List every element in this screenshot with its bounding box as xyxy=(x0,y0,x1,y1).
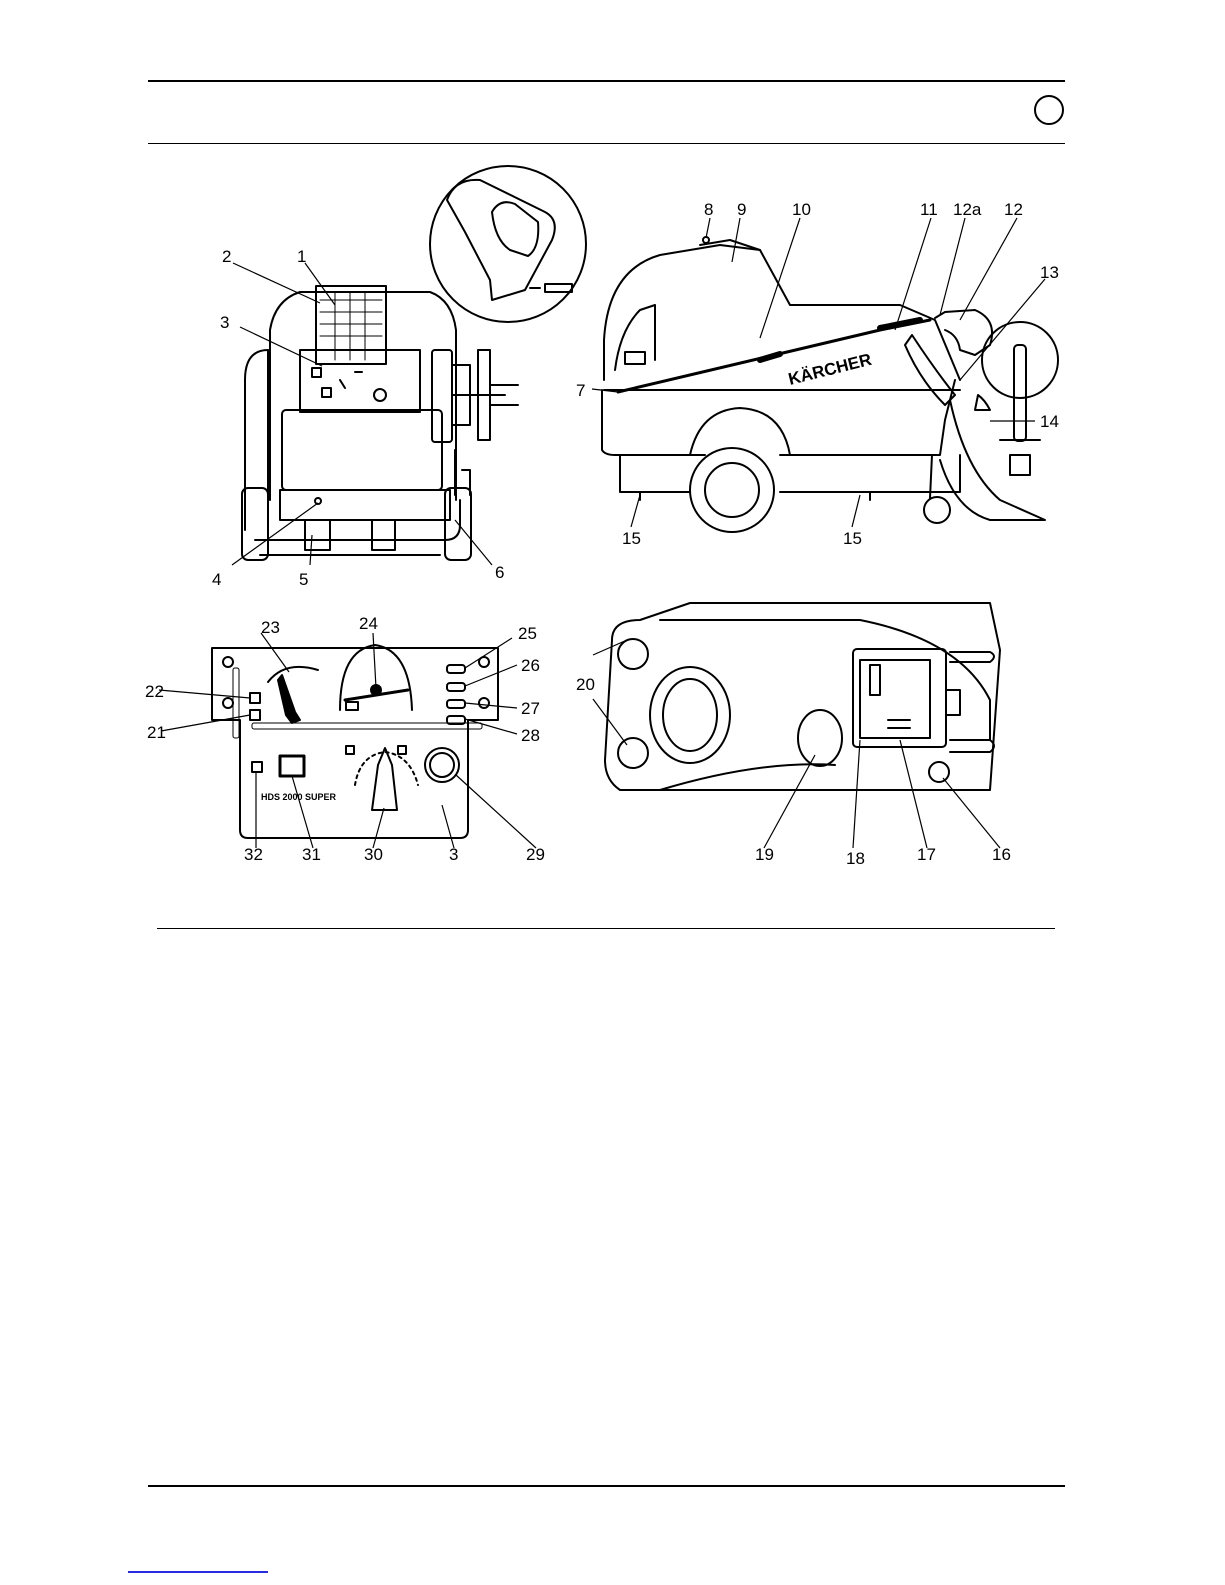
figure-bottom-rule xyxy=(157,928,1055,929)
callout-15-right: 15 xyxy=(843,529,862,548)
callout-1: 1 xyxy=(297,247,306,266)
callout-21: 21 xyxy=(147,723,166,742)
callout-30: 30 xyxy=(364,845,383,864)
callout-25: 25 xyxy=(518,624,537,643)
callout-26: 26 xyxy=(521,656,540,675)
callout-18: 18 xyxy=(846,849,865,868)
control-panel-callouts: 21 22 23 24 25 26 27 28 29 3 30 31 32 xyxy=(145,614,545,864)
callout-14: 14 xyxy=(1040,412,1059,431)
callout-31: 31 xyxy=(302,845,321,864)
brand-text: KÄRCHER xyxy=(786,350,873,389)
callout-29: 29 xyxy=(526,845,545,864)
callout-16: 16 xyxy=(992,845,1011,864)
front-view-drawing xyxy=(242,286,518,560)
callout-3: 3 xyxy=(220,313,229,332)
callout-23: 23 xyxy=(261,618,280,637)
callout-15-left: 15 xyxy=(622,529,641,548)
callout-7: 7 xyxy=(576,381,585,400)
callout-8: 8 xyxy=(704,200,713,219)
callout-5: 5 xyxy=(299,570,308,589)
callout-12: 12 xyxy=(1004,200,1023,219)
callout-3-panel: 3 xyxy=(449,845,458,864)
callout-20: 20 xyxy=(576,675,595,694)
callout-13: 13 xyxy=(1040,263,1059,282)
footer-rule xyxy=(148,1485,1065,1487)
callout-28: 28 xyxy=(521,726,540,745)
callout-19: 19 xyxy=(755,845,774,864)
side-view-drawing: KÄRCHER xyxy=(602,237,1058,532)
front-view-callouts: 1 2 3 4 5 6 xyxy=(212,247,504,589)
callout-10: 10 xyxy=(792,200,811,219)
callout-27: 27 xyxy=(521,699,540,718)
callout-32: 32 xyxy=(244,845,263,864)
callout-22: 22 xyxy=(145,682,164,701)
top-view-drawing xyxy=(605,603,1000,790)
callout-12a: 12a xyxy=(953,200,982,219)
callout-17: 17 xyxy=(917,845,936,864)
callout-2: 2 xyxy=(222,247,231,266)
detail-callout-circle xyxy=(430,166,586,322)
control-panel-drawing: HDS 2000 SUPER xyxy=(212,645,498,838)
footer-link-underline[interactable] xyxy=(128,1571,268,1573)
callout-9: 9 xyxy=(737,200,746,219)
callout-11: 11 xyxy=(920,200,938,219)
callout-4: 4 xyxy=(212,570,221,589)
callout-24: 24 xyxy=(359,614,378,633)
callout-6: 6 xyxy=(495,563,504,582)
